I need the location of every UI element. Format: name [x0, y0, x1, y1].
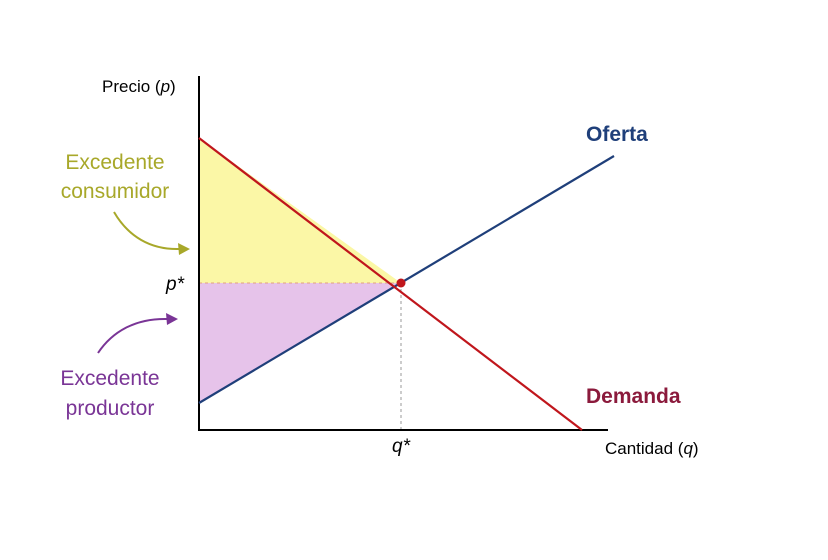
consumer-surplus-label-line1: Excedente [65, 151, 164, 174]
producer-surplus-label-line2: productor [66, 397, 155, 420]
x-axis-label: Cantidad (q) [605, 439, 699, 458]
consumer-surplus-arrow [113, 211, 181, 251]
producer-surplus-arrowhead [166, 313, 178, 325]
supply-curve [198, 155, 615, 404]
equilibrium-quantity-label: q* [392, 436, 411, 457]
consumer-surplus-label-line2: consumidor [61, 180, 170, 203]
x-axis-symbol: q [683, 439, 693, 458]
y-axis-symbol: p [160, 77, 170, 96]
y-axis-label: Precio (p) [102, 77, 176, 96]
producer-surplus-label-line1: Excedente [60, 367, 159, 390]
equilibrium-price-label: p* [165, 274, 185, 295]
supply-label: Oferta [586, 123, 648, 146]
consumer-surplus-arrowhead [178, 243, 190, 255]
producer-surplus-arrow [97, 317, 169, 354]
demand-curve [198, 137, 583, 431]
demand-label: Demanda [586, 385, 681, 408]
equilibrium-point [396, 278, 406, 288]
consumer-surplus-region [199, 138, 401, 283]
